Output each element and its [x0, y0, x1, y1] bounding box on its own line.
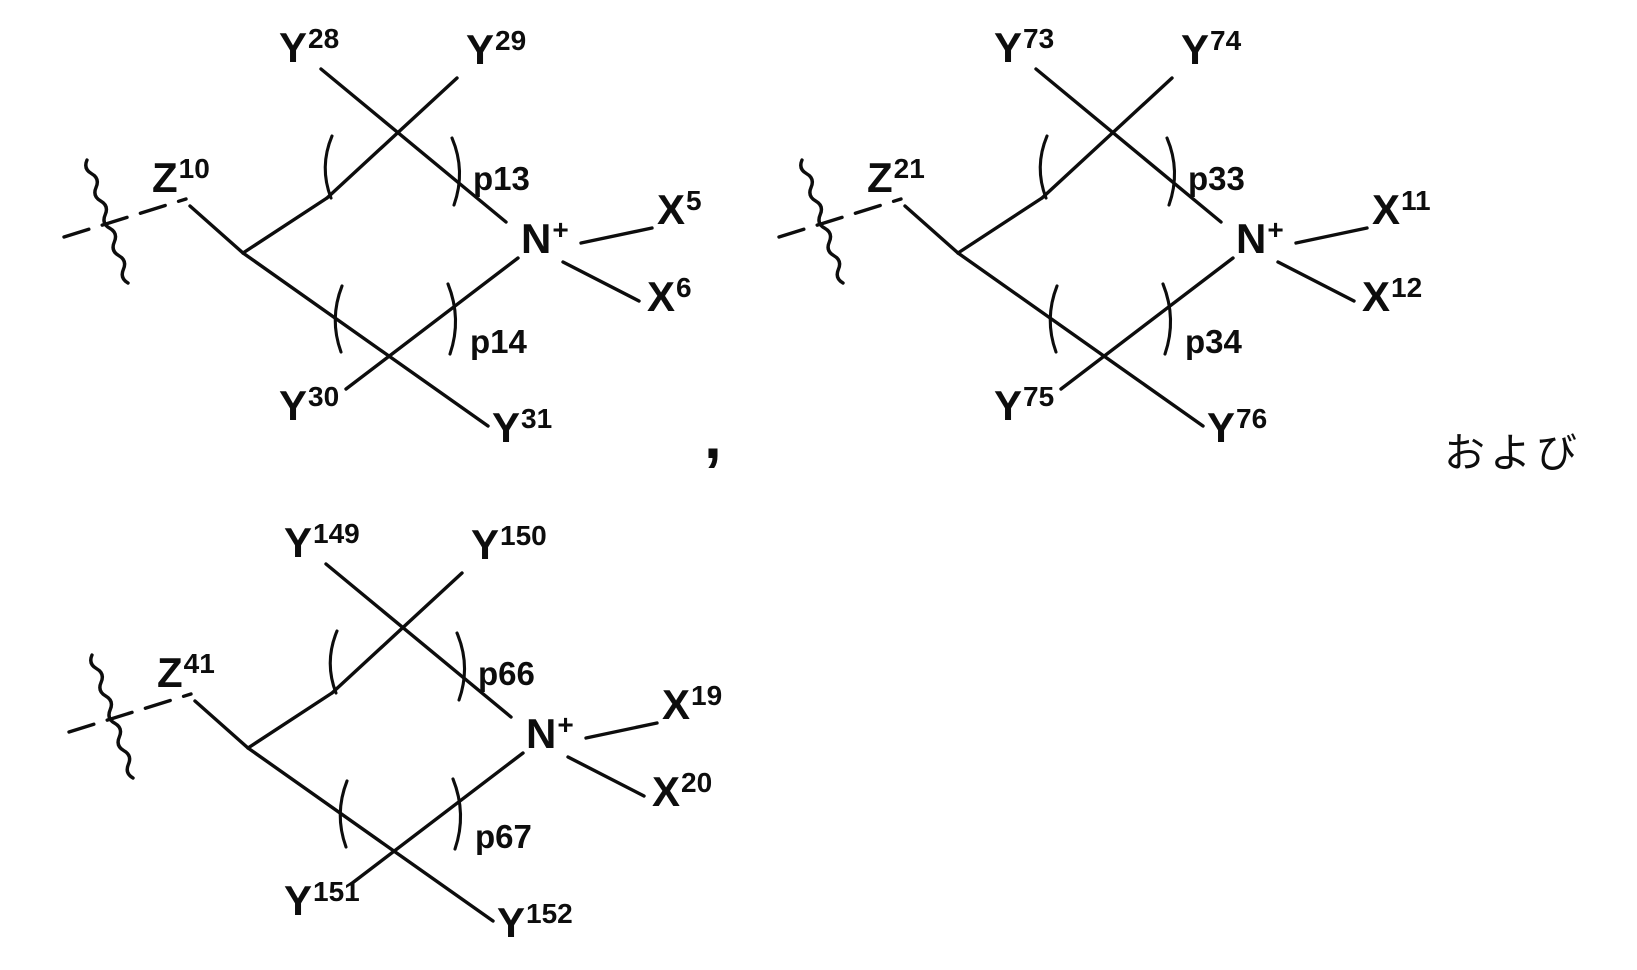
bond-line	[246, 691, 334, 750]
substituent-label-y-top-left: Y28	[279, 23, 340, 71]
bond-line	[1034, 67, 1223, 224]
repeat-count-label-bottom: p14	[470, 323, 527, 360]
nitrogen-cation-label: N+	[526, 709, 574, 757]
bond-line	[584, 721, 659, 740]
bond-line	[566, 755, 646, 798]
repeat-count-label-top: p13	[473, 160, 530, 197]
close-paren	[446, 282, 458, 356]
repeat-count-label-top: p66	[478, 655, 535, 692]
chemical-structure-3: Y149 Y150 Z41 p66 N+ X19 X20 p67 Y151 Y1…	[45, 495, 745, 965]
substituent-label-y-bottom-left: Y30	[279, 381, 340, 429]
repeat-count-label-bottom: p67	[475, 818, 532, 855]
substituent-label-y-bottom-right: Y152	[497, 898, 573, 946]
bond-skeleton	[67, 562, 659, 923]
chemical-structure-1: Y28 Y29 Z10 p13 N+ X5 X6 p14 Y30 Y31	[40, 0, 740, 470]
attachment-bond	[67, 692, 193, 734]
bond-line	[319, 67, 508, 224]
bond-line	[561, 260, 641, 303]
repeat-count-label-bottom: p34	[1185, 323, 1242, 360]
bond-line	[344, 256, 520, 391]
substituent-label-x-top: X5	[657, 185, 702, 233]
open-paren	[323, 134, 334, 200]
linker-label-z: Z41	[157, 648, 215, 696]
substituent-label-y-bottom-left: Y151	[284, 876, 360, 924]
close-paren	[450, 136, 462, 207]
open-paren	[1048, 284, 1059, 354]
substituent-label-x-bottom: X20	[652, 767, 713, 815]
bond-line	[324, 562, 513, 719]
substituent-label-y-bottom-left: Y75	[994, 381, 1055, 429]
wavy-attachment-line	[84, 158, 130, 285]
bond-line	[188, 204, 245, 255]
bond-line	[349, 751, 525, 886]
substituent-label-y-top-left: Y73	[994, 23, 1055, 71]
open-paren	[1038, 134, 1049, 200]
substituent-label-y-bottom-right: Y76	[1207, 403, 1268, 451]
bond-line	[903, 204, 960, 255]
substituent-label-x-bottom: X6	[647, 272, 692, 320]
bond-skeleton	[62, 67, 654, 428]
substituent-label-x-bottom: X12	[1362, 272, 1423, 320]
substituent-label-y-top-left: Y149	[284, 518, 360, 566]
attachment-bond	[62, 197, 188, 239]
substituent-label-x-top: X19	[662, 680, 723, 728]
bond-line	[956, 196, 1044, 255]
conjunction-text-japanese: および	[1444, 430, 1582, 476]
substituent-label-x-top: X11	[1372, 185, 1431, 233]
close-paren	[1161, 282, 1173, 356]
bond-line	[246, 746, 495, 923]
bond-skeleton	[777, 67, 1369, 428]
close-paren	[1165, 136, 1177, 207]
nitrogen-cation-label: N+	[521, 214, 569, 262]
bond-line	[579, 226, 654, 245]
substituent-label-y-top-right: Y29	[466, 25, 527, 73]
open-paren	[338, 779, 349, 849]
linker-label-z: Z21	[867, 153, 925, 201]
nitrogen-cation-label: N+	[1236, 214, 1284, 262]
substituent-label-y-top-right: Y74	[1181, 25, 1242, 73]
bond-line	[1059, 256, 1235, 391]
bond-line	[241, 196, 329, 255]
open-paren	[328, 629, 339, 695]
wavy-attachment-line	[799, 158, 845, 285]
bond-line	[193, 699, 250, 750]
repeat-count-label-top: p33	[1188, 160, 1245, 197]
substituent-label-y-top-right: Y150	[471, 520, 547, 568]
bond-line	[956, 251, 1205, 428]
open-paren	[333, 284, 344, 354]
bond-line	[241, 251, 490, 428]
bond-line	[330, 571, 464, 695]
close-paren	[451, 777, 463, 851]
linker-label-z: Z10	[152, 153, 210, 201]
chemical-structure-2: Y73 Y74 Z21 p33 N+ X11 X12 p34 Y75 Y76	[755, 0, 1455, 470]
wavy-attachment-line	[89, 653, 135, 780]
bond-line	[325, 76, 459, 200]
attachment-bond	[777, 197, 903, 239]
close-paren	[455, 631, 467, 702]
bond-line	[1040, 76, 1174, 200]
substituent-label-y-bottom-right: Y31	[492, 403, 553, 451]
bond-line	[1276, 260, 1356, 303]
separator-comma: ,	[704, 400, 722, 472]
bond-line	[1294, 226, 1369, 245]
